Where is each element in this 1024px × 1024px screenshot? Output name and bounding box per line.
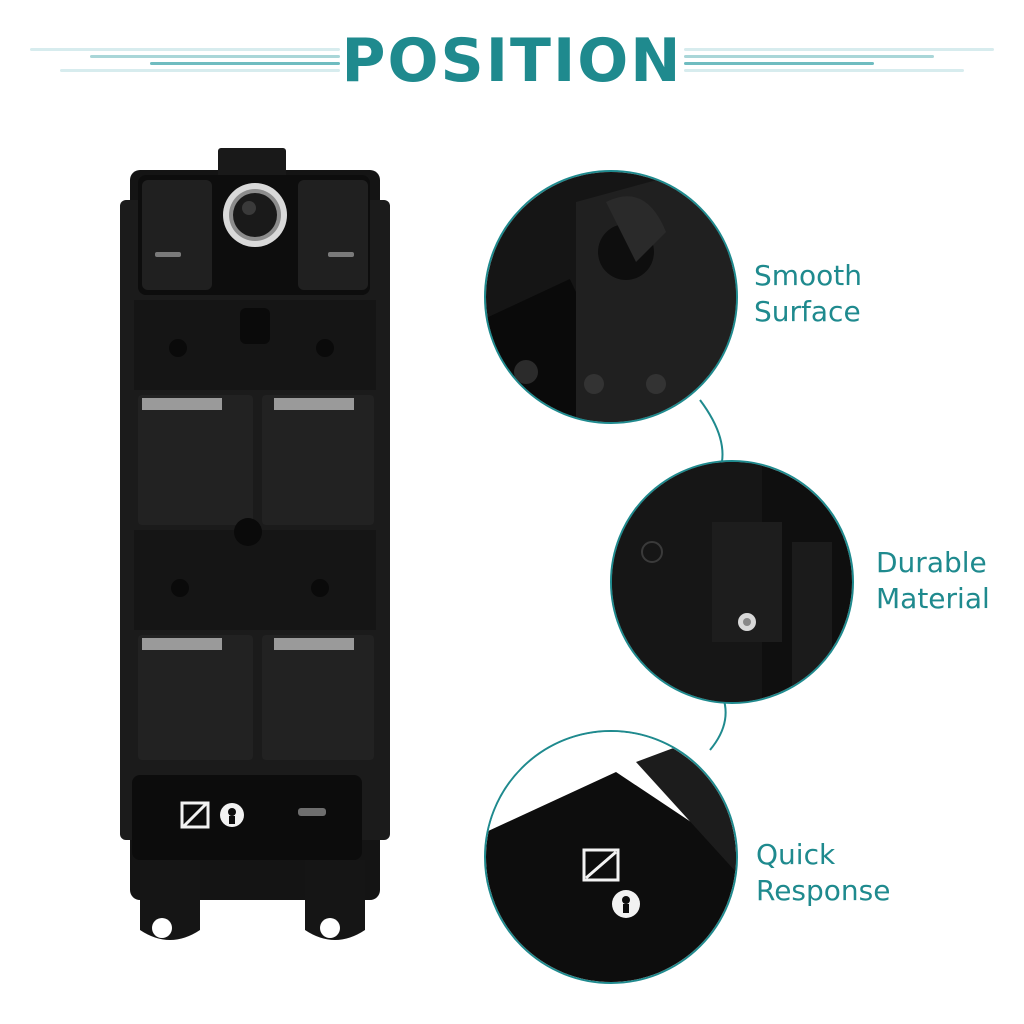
feature-label-smooth-surface: Smooth Surface — [754, 259, 863, 328]
zoom-durable-material — [610, 460, 854, 704]
child-lock-icon — [220, 803, 244, 827]
child-lock-icon — [612, 890, 640, 918]
window-lock-icon — [582, 848, 620, 882]
zoom-smooth-surface — [484, 170, 738, 424]
right-decorative-stripes — [684, 48, 994, 74]
zoom-quick-response — [484, 730, 738, 984]
feature-label-quick-response: Quick Response — [756, 838, 891, 907]
page-title: POSITION — [341, 26, 683, 96]
feature-label-durable-material: Durable Material — [876, 546, 990, 615]
window-lock-icon — [180, 801, 210, 829]
left-decorative-stripes — [30, 48, 340, 74]
header: POSITION — [0, 0, 1024, 120]
window-switch-product-image — [120, 148, 390, 940]
